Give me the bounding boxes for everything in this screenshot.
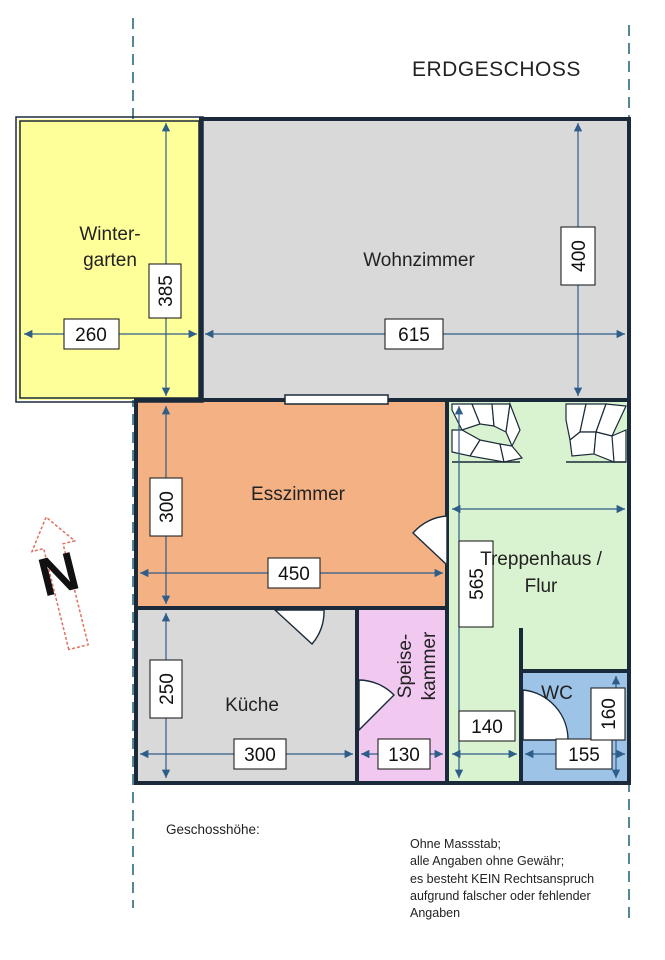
- door-esszimmer: [412, 515, 448, 567]
- disclaimer-line: Ohne Massstab;: [410, 837, 502, 851]
- doors: [273, 515, 569, 741]
- dim-esszimmer-depth: 300: [157, 491, 178, 523]
- label-esszimmer: Esszimmer: [251, 484, 346, 505]
- height-label: Geschosshöhe:: [166, 822, 260, 837]
- dim-wintergarten-width: 260: [75, 325, 107, 346]
- dimension-boxes: [63, 226, 626, 770]
- disclaimer-line: alle Angaben ohne Gewähr;: [410, 854, 565, 869]
- door-wc: [522, 689, 569, 741]
- label-wintergarten-line2: garten: [83, 250, 137, 271]
- dim-esszimmer-width: 450: [278, 564, 310, 585]
- disclaimer: Ohne Massstab; alle Angaben ohne Gewähr;…: [410, 836, 630, 922]
- window: [284, 394, 389, 405]
- room-wohnzimmer: [201, 119, 629, 400]
- door-speisekammer: [358, 679, 395, 732]
- dim-wc-depth: 160: [599, 698, 620, 730]
- label-speisekammer-line2: kammer: [419, 631, 440, 700]
- dim-kueche-depth: 250: [157, 673, 178, 705]
- dim-wohnzimmer-depth: 400: [569, 240, 590, 272]
- label-wc: WC: [541, 683, 573, 704]
- room-wintergarten: [18, 119, 201, 400]
- disclaimer-line: es besteht KEIN Rechtsanspruch: [410, 871, 595, 886]
- dim-kueche-width: 300: [244, 745, 276, 766]
- disclaimer-line: aufgrund falscher oder fehlender: [410, 888, 591, 903]
- door-kueche: [273, 609, 325, 646]
- label-kueche: Küche: [225, 695, 279, 716]
- dim-treppenhaus-depth: 565: [467, 568, 488, 600]
- floor-title: ERDGESCHOSS: [412, 58, 581, 81]
- dim-wohnzimmer-width: 615: [398, 325, 430, 346]
- dim-speisekammer-width: 130: [388, 745, 420, 766]
- label-wintergarten-line1: Winter-: [79, 224, 140, 245]
- dim-treppenhaus-width: 140: [471, 717, 503, 738]
- dim-wc-width: 155: [568, 745, 600, 766]
- label-speisekammer-line1: Speise-: [395, 634, 416, 698]
- label-treppenhaus-line2: Flur: [525, 576, 558, 597]
- north-label: N: [32, 541, 84, 609]
- north-arrow-icon: [30, 515, 90, 651]
- dim-wintergarten-depth: 385: [156, 275, 177, 307]
- north-arrow: N: [30, 515, 90, 651]
- disclaimer-line: Angaben: [410, 906, 461, 921]
- label-wohnzimmer: Wohnzimmer: [363, 250, 475, 271]
- label-treppenhaus-line1: Treppenhaus /: [480, 549, 603, 570]
